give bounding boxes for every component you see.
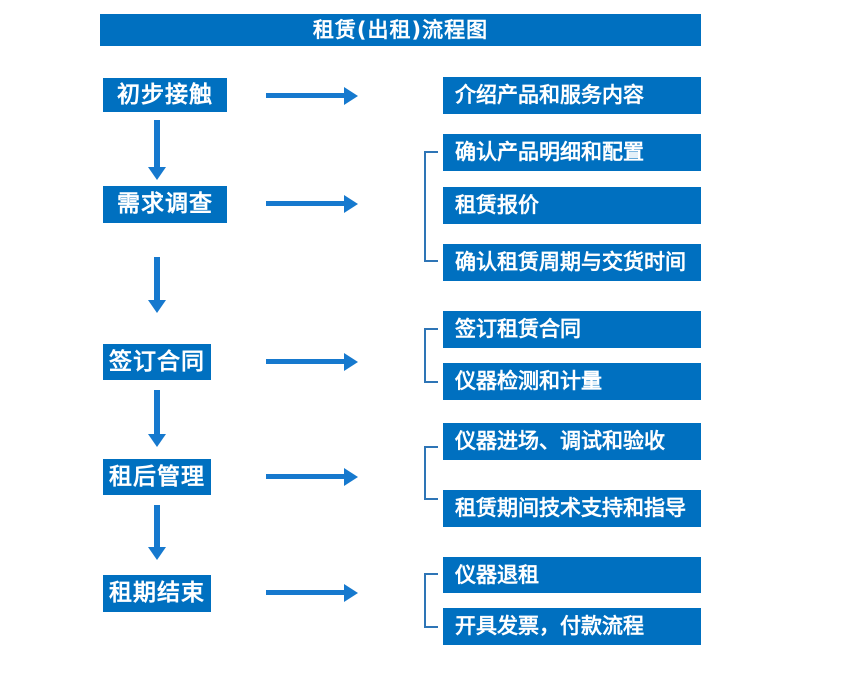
down-arrow-icon (154, 505, 160, 547)
right-arrow-icon (266, 359, 344, 364)
step-box-initial-contact: 初步接触 (103, 78, 227, 112)
group-bracket (424, 573, 438, 628)
detail-box-sign-rental-contract: 签订租赁合同 (443, 311, 701, 348)
right-arrow-icon (266, 474, 344, 479)
detail-box-introduce-products: 介绍产品和服务内容 (443, 77, 701, 114)
down-arrow-icon (154, 257, 160, 300)
group-bracket (424, 151, 438, 262)
group-bracket (424, 328, 438, 383)
down-arrow-icon (154, 120, 160, 167)
detail-box-instrument-return: 仪器退租 (443, 557, 701, 593)
step-box-rental-end: 租期结束 (103, 575, 211, 612)
down-arrow-icon (154, 390, 160, 434)
right-arrow-icon (266, 590, 344, 595)
flowchart-title: 租赁(出租)流程图 (100, 14, 701, 46)
step-box-demand-survey: 需求调查 (103, 186, 227, 223)
detail-box-confirm-product-spec: 确认产品明细和配置 (443, 134, 701, 171)
right-arrow-icon (266, 201, 344, 206)
detail-box-confirm-period: 确认租赁周期与交货时间 (443, 244, 701, 281)
step-box-post-rental-management: 租后管理 (103, 459, 211, 495)
group-bracket (424, 446, 438, 500)
detail-box-invoice-payment: 开具发票，付款流程 (443, 608, 701, 645)
detail-box-instrument-testing: 仪器检测和计量 (443, 363, 701, 400)
detail-box-rental-quote: 租赁报价 (443, 187, 701, 224)
detail-box-tech-support: 租赁期间技术支持和指导 (443, 490, 701, 527)
detail-box-instrument-setup: 仪器进场、调试和验收 (443, 423, 701, 460)
step-box-sign-contract: 签订合同 (103, 344, 211, 380)
right-arrow-icon (266, 93, 344, 98)
